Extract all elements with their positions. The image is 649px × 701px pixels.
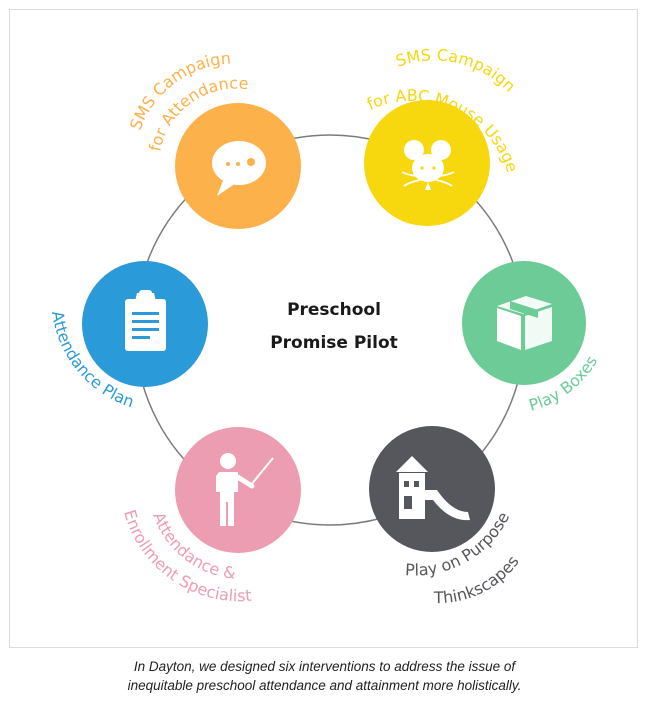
- node-sms-abc-mouse: SMS Campaign for ABC Mouse Usage: [364, 45, 522, 226]
- clipboard-icon: [125, 290, 166, 351]
- interventions-diagram: Preschool Promise Pilot SMS Campaign for…: [48, 45, 601, 607]
- node-sms-attendance: SMS Campaign for Attendance: [126, 48, 301, 229]
- center-title-line1: Preschool: [287, 300, 381, 320]
- mouse-icon: [401, 140, 455, 190]
- node-circle: [369, 426, 495, 552]
- figure-caption: In Dayton, we designed six interventions…: [0, 657, 649, 695]
- playground-icon: [396, 456, 470, 521]
- node-play-on-purpose: Play on Purpose Thinkscapes: [369, 426, 523, 607]
- node-play-boxes: Play Boxes: [462, 261, 601, 415]
- teacher-icon: [216, 453, 274, 526]
- center-title-line2: Promise Pilot: [270, 333, 398, 353]
- caption-line1: In Dayton, we designed six interventions…: [133, 659, 516, 674]
- node-enrollment-specialist: Attendance & Enrollment Specialist: [120, 427, 301, 605]
- node-attendance-plan: Attendance Plan: [48, 261, 208, 411]
- box-icon: [497, 296, 552, 350]
- speech-bubble-icon: [212, 141, 266, 196]
- caption-line2: inequitable preschool attendance and att…: [127, 678, 522, 693]
- node-circle: [462, 261, 586, 385]
